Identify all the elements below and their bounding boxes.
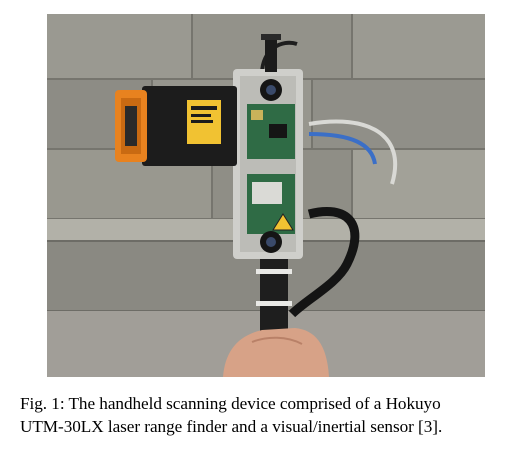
figure-caption: Fig. 1: The handheld scanning device com… <box>20 392 512 438</box>
hand <box>223 328 329 377</box>
device-photo-illustration <box>47 14 485 377</box>
caption-line: UTM-30LX laser range finder and a visual… <box>20 417 443 436</box>
white-cable <box>308 119 398 185</box>
cable-tie <box>256 301 292 306</box>
blue-cable <box>308 132 377 165</box>
top-knob <box>265 36 277 72</box>
cable-tie <box>256 269 292 274</box>
caption-line: Fig. 1: The handheld scanning device com… <box>20 394 441 413</box>
black-cable <box>288 206 360 318</box>
device-photo <box>47 14 485 377</box>
